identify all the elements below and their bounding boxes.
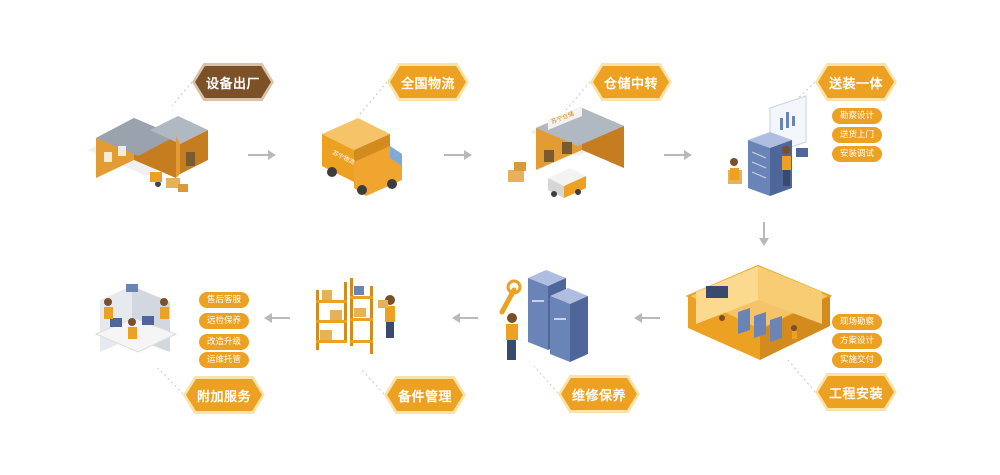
step-badge-4: 送装一体 [815,63,897,101]
connector-step-1 [171,81,193,107]
arrow-right-2 [444,150,472,160]
spare-parts-illustration [316,278,395,354]
connector-step-8 [157,367,184,395]
connector-step-5 [787,359,816,393]
connector-step-6 [533,365,559,394]
flow-arrows [248,150,769,323]
engineering-room-illustration [685,264,833,360]
step-label-1: 设备出厂 [205,76,260,92]
step-badge-2: 全国物流 [387,63,469,101]
warehouse-illustration: 苏宁仓储 [508,106,626,198]
arrow-left-2 [452,313,478,323]
step-label-4: 送装一体 [828,76,883,92]
step-badge-6: 维修保养 [558,375,640,413]
subitem-service-3: 改造升级 [199,334,249,350]
connector-step-3 [565,81,591,111]
step-badge-7: 备件管理 [384,376,466,414]
step-label-7: 备件管理 [397,389,452,405]
subitem-delivery-1: 勘察设计 [832,108,882,124]
step-label-3: 仓储中转 [603,76,658,92]
step-label-6: 维修保养 [571,388,626,404]
dotted-connectors [157,81,816,395]
step-label-5: 工程安装 [828,386,883,402]
factory-illustration [88,116,208,192]
office-illustration [94,284,178,353]
subitem-engineering-2: 方案设计 [832,333,882,349]
step-badge-5: 工程安装 [815,373,897,411]
step-badge-3: 仓储中转 [590,63,672,101]
subitem-delivery-3: 安装调试 [832,146,882,162]
maintenance-illustration [499,270,588,362]
delivery-install-illustration [728,95,808,196]
subitem-delivery-2: 送货上门 [832,127,882,143]
step-badge-8: 附加服务 [183,376,265,414]
step-label-8: 附加服务 [196,389,251,405]
truck-illustration: 苏宁物流 [322,118,402,196]
subitem-service-4: 运维托管 [199,352,249,368]
subitem-engineering-3: 实施交付 [832,352,882,368]
arrow-down [759,222,769,246]
connector-step-4 [785,81,816,111]
step-label-2: 全国物流 [400,76,455,92]
step-badge-1: 设备出厂 [192,63,274,101]
subitem-service-1: 售后客服 [199,292,249,308]
connector-step-7 [359,367,385,395]
arrow-right-3 [664,150,692,160]
arrow-right-1 [248,150,276,160]
subitem-engineering-1: 现场勘察 [832,314,882,330]
connector-step-2 [359,81,388,115]
arrow-left-3 [264,313,290,323]
subitem-service-2: 远检保养 [199,313,249,329]
arrow-left-1 [634,313,660,323]
